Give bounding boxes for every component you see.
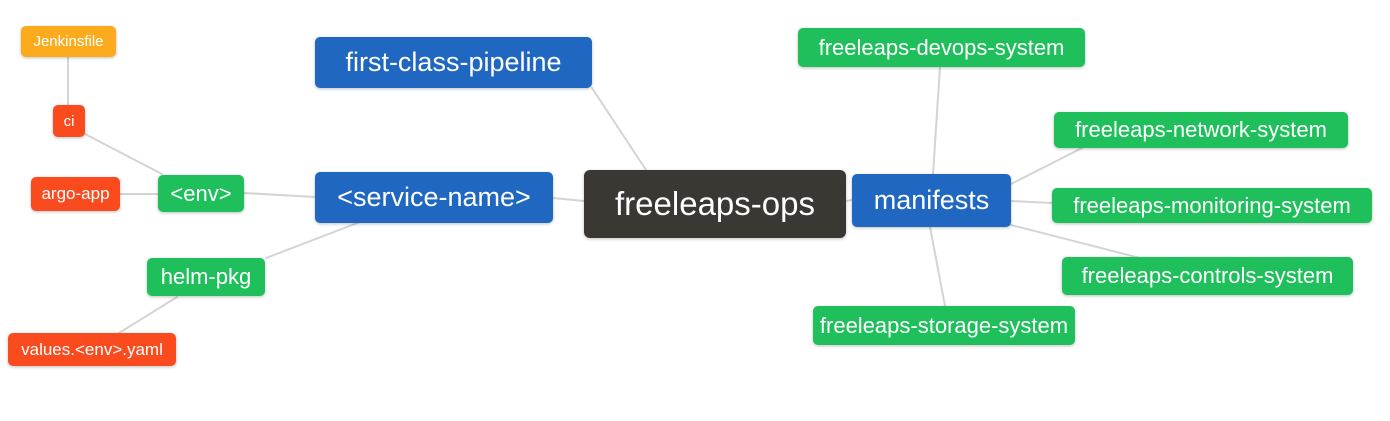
node-freeleaps-storage-system[interactable]: freeleaps-storage-system [813, 306, 1075, 345]
node-env[interactable]: <env> [158, 175, 244, 212]
node-jenkinsfile[interactable]: Jenkinsfile [21, 26, 116, 57]
node-argo-app[interactable]: argo-app [31, 177, 120, 211]
node-first-class-pipeline[interactable]: first-class-pipeline [315, 37, 592, 88]
edge-helm-pkg-service-name [265, 221, 361, 259]
node-service-name[interactable]: <service-name> [315, 172, 553, 223]
edge-manifests-devops-system [932, 66, 941, 175]
edge-first-class-pipeline-ops [591, 87, 647, 171]
edge-manifests-storage-system [929, 226, 946, 307]
node-ci[interactable]: ci [53, 105, 85, 137]
node-values-env-yaml[interactable]: values.<env>.yaml [8, 333, 176, 366]
node-freeleaps-monitoring-system[interactable]: freeleaps-monitoring-system [1052, 188, 1372, 223]
node-freeleaps-controls-system[interactable]: freeleaps-controls-system [1062, 257, 1353, 295]
edge-service-name-ops [552, 197, 585, 202]
node-freeleaps-network-system[interactable]: freeleaps-network-system [1054, 112, 1348, 148]
edge-manifests-monitoring-system [1010, 200, 1053, 204]
node-freeleaps-ops[interactable]: freeleaps-ops [584, 170, 846, 238]
edge-ops-manifests [845, 199, 853, 202]
edge-ci-env [84, 133, 163, 175]
edge-env-service-name [243, 192, 316, 198]
edge-manifests-controls-system [1010, 224, 1141, 259]
node-manifests[interactable]: manifests [852, 174, 1011, 227]
edge-manifests-network-system [1010, 147, 1083, 185]
node-freeleaps-devops-system[interactable]: freeleaps-devops-system [798, 28, 1085, 67]
edge-values-helm-pkg [118, 296, 178, 334]
node-helm-pkg[interactable]: helm-pkg [147, 258, 265, 296]
